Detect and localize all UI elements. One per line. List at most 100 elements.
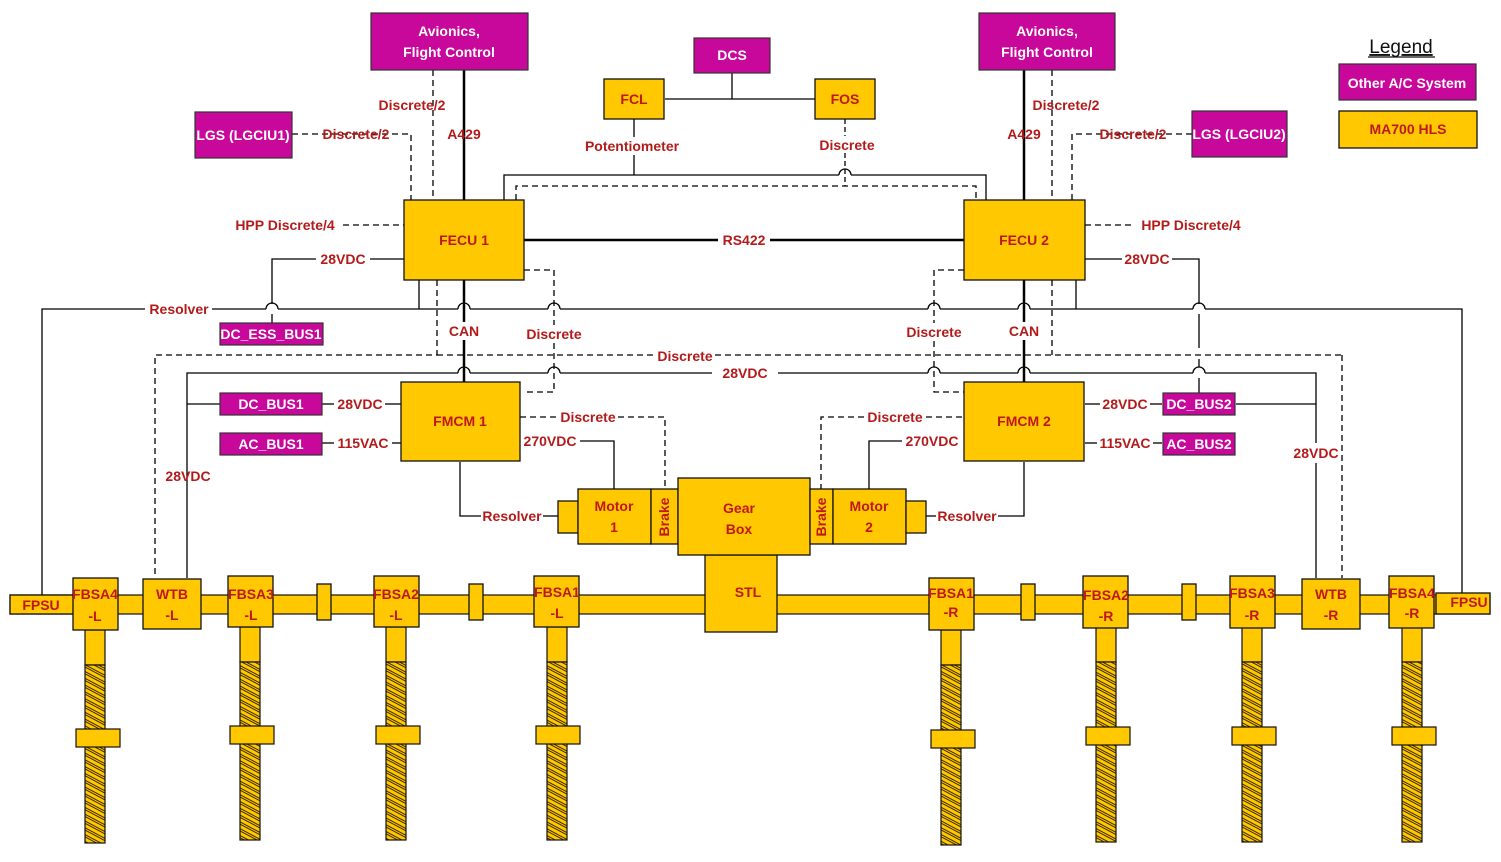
fbsa2-l-label-line2: -L	[389, 607, 403, 623]
dc-bus2-box[interactable]	[1162, 392, 1236, 416]
fbsa2-r-box[interactable]	[1082, 575, 1129, 629]
wtb-l-box[interactable]	[142, 578, 202, 630]
signal-28vdc-wtb-left: 28VDC	[165, 468, 210, 484]
dcs-box[interactable]	[693, 37, 771, 74]
ballscrew-fbsa4-r	[1391, 626, 1437, 843]
wtb-r-label-line2: -R	[1324, 607, 1339, 623]
fbsa2-l-label-line1: FBSA2	[373, 586, 419, 602]
fbsa4-l-box[interactable]	[72, 577, 119, 631]
signal-discrete-2-lgs2: Discrete/2	[1100, 126, 1167, 142]
signal-discrete-brake1: Discrete	[560, 409, 615, 425]
fbsa3-r-label-line1: FBSA3	[1229, 585, 1275, 601]
signal-28vdc-dc-bus2: 28VDC	[1102, 396, 1147, 412]
lgs-1-label: LGS (LGCIU1)	[196, 127, 289, 143]
fbsa2-r-label-line1: FBSA2	[1083, 587, 1129, 603]
fbsa2-r-label-line2: -R	[1099, 608, 1114, 624]
signal-can-right: CAN	[1009, 323, 1039, 339]
fbsa1-l-box[interactable]	[533, 575, 580, 628]
stl-box[interactable]	[704, 554, 778, 633]
signal-resolver-motor2: Resolver	[937, 508, 997, 524]
signal-discrete-2-lgs1: Discrete/2	[323, 126, 390, 142]
shaft-coupling	[1020, 583, 1036, 621]
connections	[41, 70, 1463, 596]
fbsa1-r-box[interactable]	[928, 577, 975, 631]
wtb-r-box[interactable]	[1301, 578, 1361, 630]
ac-bus1-label: AC_BUS1	[238, 436, 304, 452]
fcl-label: FCL	[620, 91, 648, 107]
lgs-2-box[interactable]	[1191, 110, 1288, 158]
ballscrew-fbsa3-l	[229, 626, 275, 841]
brake-1-box[interactable]	[650, 488, 679, 545]
avionics-1-label-line2: Flight Control	[403, 44, 495, 60]
ballscrews	[75, 626, 1437, 846]
dc-bus1-box[interactable]	[219, 392, 323, 416]
resolver-stub-2	[905, 500, 927, 534]
fecu-2-box[interactable]	[963, 199, 1086, 281]
fbsa1-r-label-line1: FBSA1	[928, 585, 974, 601]
ballscrew-fbsa1-l	[535, 626, 581, 841]
fbsa4-r-label-line2: -R	[1405, 605, 1420, 621]
ballscrew-fbsa3-r	[1231, 626, 1277, 843]
ac-bus1-box[interactable]	[219, 432, 323, 456]
signal-270vdc-motor2: 270VDC	[906, 433, 959, 449]
fbsa4-l-label-line2: -L	[88, 608, 102, 624]
fpsu-right-label: FPSU	[1450, 594, 1487, 610]
signal-discrete-2-avionics1: Discrete/2	[379, 97, 446, 113]
signal-28vdc-fecu2: 28VDC	[1124, 251, 1169, 267]
brake-2-label: Brake	[813, 497, 829, 536]
signal-115vac-ac-bus2: 115VAC	[1099, 435, 1150, 451]
signal-hpp-discrete-right: HPP Discrete/4	[1141, 217, 1241, 233]
fcl-box[interactable]	[603, 78, 665, 120]
fbsa3-r-box[interactable]	[1229, 575, 1276, 629]
fbsa4-r-box[interactable]	[1388, 575, 1435, 629]
fmcm-1-box[interactable]	[400, 381, 521, 462]
motor-1-label-line1: Motor	[595, 498, 634, 514]
shaft-coupling	[316, 583, 332, 621]
ballscrew-fbsa4-l	[75, 629, 121, 844]
fbsa3-r-label-line2: -R	[1245, 607, 1260, 623]
signal-discrete-brake2: Discrete	[867, 409, 922, 425]
signal-28vdc-wtb: 28VDC	[722, 365, 767, 381]
ballscrew-fbsa2-l	[375, 626, 421, 841]
fbsa4-r-label-line1: FBSA4	[1389, 585, 1435, 601]
signal-discrete-fecu1-fmcm1: Discrete	[526, 326, 581, 342]
lgs-1-box[interactable]	[194, 111, 293, 159]
fbsa2-l-box[interactable]	[373, 575, 420, 628]
signal-discrete-wtb: Discrete	[657, 348, 712, 364]
motor-2-box[interactable]	[832, 488, 907, 545]
legend-hls-label: MA700 HLS	[1369, 121, 1446, 137]
dc-bus2-label: DC_BUS2	[1166, 396, 1232, 412]
fpsu-right-box[interactable]	[1435, 592, 1491, 615]
wtb-l-label-line2: -L	[165, 607, 179, 623]
signal-a429-left: A429	[447, 126, 481, 142]
dcs-label: DCS	[717, 47, 747, 63]
signal-resolver-left: Resolver	[149, 301, 209, 317]
fbsa3-l-box[interactable]	[227, 575, 274, 628]
fmcm-2-label: FMCM 2	[997, 413, 1051, 429]
signal-hpp-discrete-left: HPP Discrete/4	[235, 217, 335, 233]
fmcm-2-box[interactable]	[963, 381, 1085, 462]
ac-bus2-box[interactable]	[1162, 432, 1236, 456]
avionics-2-box[interactable]	[978, 12, 1116, 71]
fbsa1-l-label-line1: FBSA1	[534, 584, 580, 600]
fecu-1-box[interactable]	[403, 199, 525, 281]
fmcm-1-label: FMCM 1	[433, 413, 487, 429]
legend-title: Legend	[1369, 37, 1432, 58]
signal-potentiometer: Potentiometer	[585, 138, 680, 154]
signal-resolver-motor1: Resolver	[482, 508, 542, 524]
motor-1-label-line2: 1	[610, 519, 618, 535]
brake-1-label: Brake	[656, 497, 672, 536]
signal-28vdc-wtb-right: 28VDC	[1293, 445, 1338, 461]
gearbox-label-line2: Box	[726, 521, 753, 537]
fos-box[interactable]	[814, 78, 876, 120]
fbsa4-l-label-line1: FBSA4	[72, 586, 118, 602]
fecu-1-label: FECU 1	[439, 232, 489, 248]
signal-discrete-fecu2-fmcm2: Discrete	[906, 324, 961, 340]
signal-28vdc-dc-bus1: 28VDC	[337, 396, 382, 412]
shaft-coupling	[468, 583, 484, 621]
gearbox-box[interactable]	[677, 477, 811, 556]
dc-ess-bus1-box[interactable]	[219, 322, 324, 346]
signal-discrete-2-avionics2: Discrete/2	[1033, 97, 1100, 113]
legend-other-label: Other A/C System	[1348, 75, 1467, 91]
avionics-1-box[interactable]	[370, 12, 529, 71]
